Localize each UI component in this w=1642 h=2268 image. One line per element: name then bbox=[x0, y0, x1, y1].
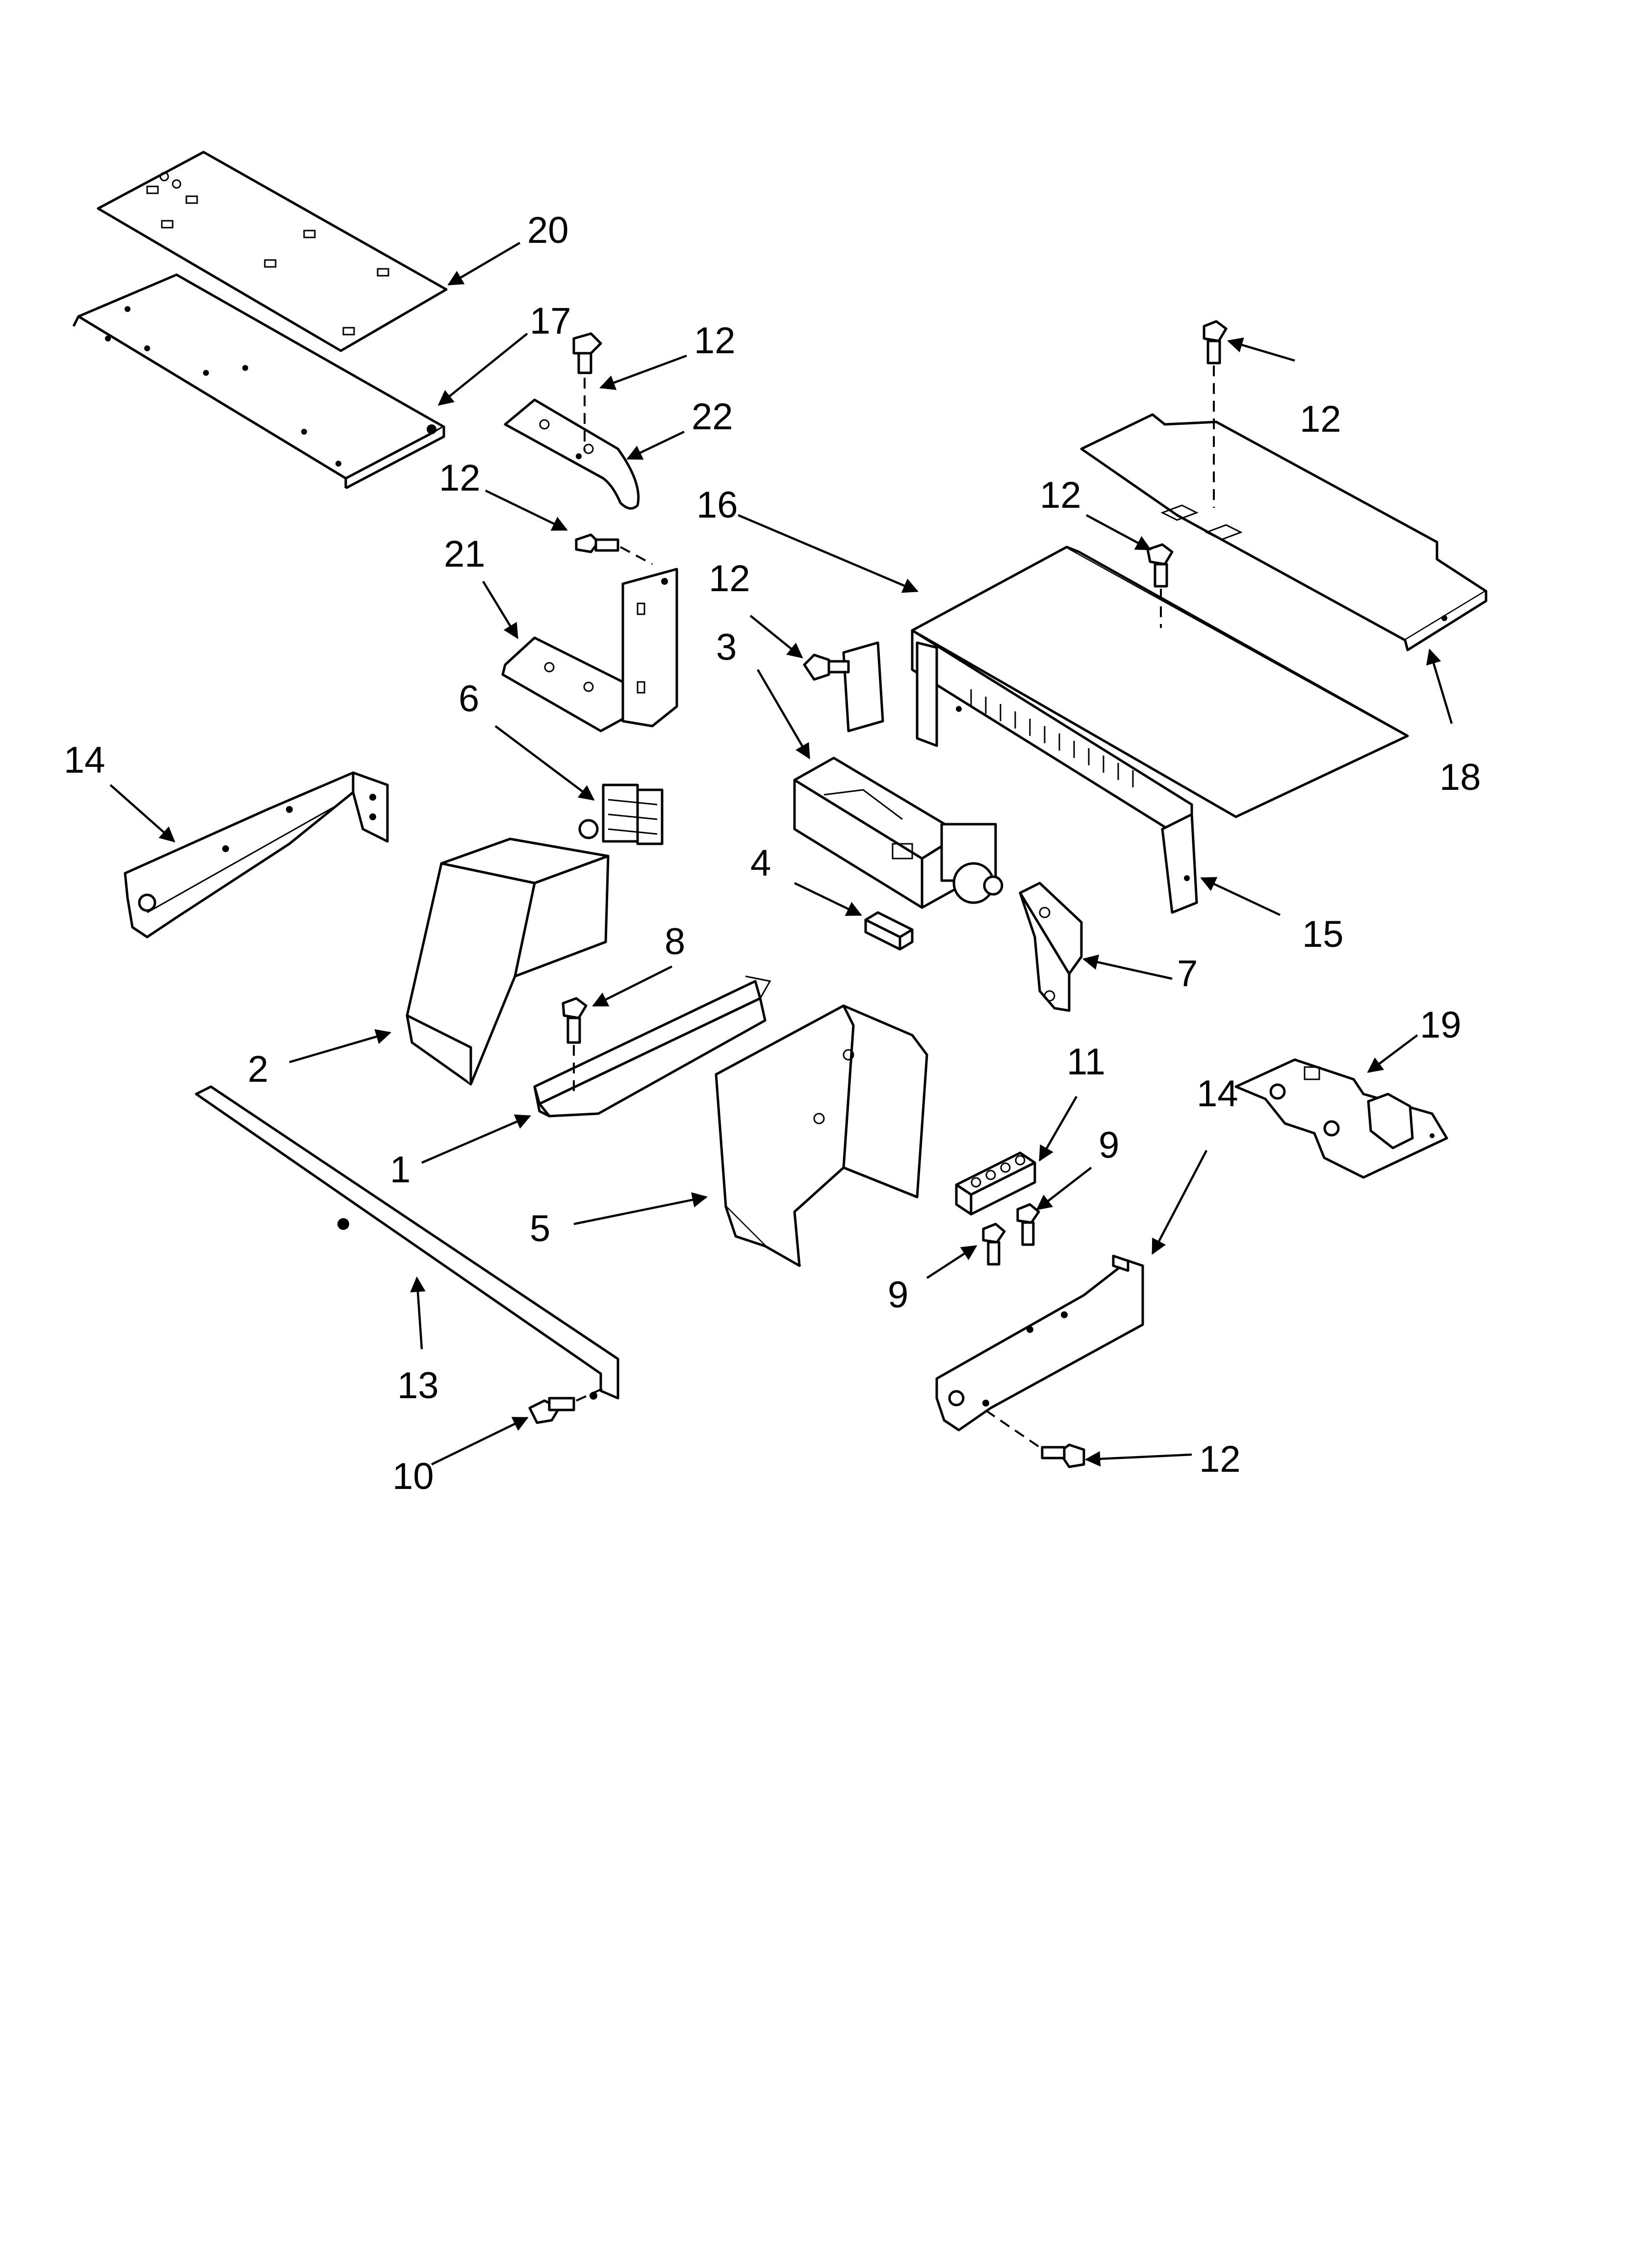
part-1-channel bbox=[533, 975, 771, 1118]
callout-3: 3 bbox=[716, 626, 737, 668]
callout-19: 19 bbox=[1420, 1004, 1462, 1046]
part-11-terminal-block bbox=[955, 1151, 1036, 1216]
callout-12-bracket-screw: 12 bbox=[439, 457, 481, 499]
part-21-mounting-bracket bbox=[501, 568, 678, 732]
callout-2: 2 bbox=[248, 1048, 268, 1090]
screw-12-hinge bbox=[572, 332, 602, 451]
screw-12-bracket bbox=[575, 533, 653, 565]
callout-9-lower: 9 bbox=[888, 1274, 908, 1316]
screw-8 bbox=[562, 997, 588, 1094]
callout-4: 4 bbox=[750, 842, 771, 884]
part-5-shroud bbox=[715, 1004, 928, 1267]
part-15-vent-panel bbox=[842, 629, 1198, 914]
callout-labels: 20 17 12 22 12 21 6 14 2 8 1 13 10 5 16 … bbox=[64, 209, 1481, 1497]
callout-5: 5 bbox=[530, 1208, 550, 1250]
part-4-connector bbox=[864, 911, 914, 951]
callout-17: 17 bbox=[530, 300, 571, 342]
part-22-hinge-bracket bbox=[504, 398, 640, 510]
callout-9-upper: 9 bbox=[1099, 1124, 1119, 1166]
part-17-base-tray bbox=[72, 273, 445, 490]
part-2-duct bbox=[406, 837, 610, 1086]
screw-12-panel bbox=[1146, 543, 1174, 628]
callout-18: 18 bbox=[1439, 756, 1481, 798]
screw-12-side bbox=[985, 1409, 1085, 1468]
callout-22: 22 bbox=[692, 396, 733, 438]
part-14-left-side-bracket bbox=[124, 771, 389, 938]
part-19-control-board bbox=[1234, 1058, 1448, 1179]
callout-12-side-screw: 12 bbox=[1199, 1438, 1241, 1480]
part-3-controller bbox=[793, 756, 1003, 909]
callout-20: 20 bbox=[527, 209, 569, 251]
screw-12-cover bbox=[803, 653, 850, 681]
callout-8: 8 bbox=[665, 921, 685, 963]
callout-21: 21 bbox=[444, 533, 486, 575]
part-13-rail bbox=[195, 1085, 619, 1400]
callout-12-panel-screw: 12 bbox=[1040, 474, 1081, 516]
screw-12-top bbox=[1203, 320, 1228, 508]
part-7-bracket bbox=[1019, 882, 1083, 1012]
part-14-right-side-bracket bbox=[935, 1254, 1144, 1432]
callout-7: 7 bbox=[1177, 953, 1198, 994]
screw-9-upper bbox=[1016, 1203, 1040, 1246]
callout-12-cover-screw: 12 bbox=[709, 558, 750, 600]
screw-10 bbox=[528, 1387, 604, 1424]
callout-1: 1 bbox=[390, 1149, 410, 1191]
part-20-top-plate bbox=[97, 151, 448, 352]
callout-12-hinge-screw: 12 bbox=[694, 320, 736, 362]
screw-9-lower bbox=[982, 1223, 1006, 1266]
callout-14-left: 14 bbox=[64, 739, 105, 781]
part-16-cover-panel bbox=[911, 546, 1409, 818]
part-18-access-cover bbox=[1080, 413, 1488, 652]
callout-15: 15 bbox=[1302, 913, 1344, 955]
part-6-relay bbox=[578, 783, 664, 845]
callout-12-top-screw: 12 bbox=[1300, 398, 1341, 440]
callout-6: 6 bbox=[459, 678, 479, 720]
callout-13: 13 bbox=[397, 1365, 439, 1407]
callout-14-right: 14 bbox=[1197, 1073, 1238, 1115]
callout-16: 16 bbox=[696, 484, 738, 526]
callout-10: 10 bbox=[392, 1456, 434, 1497]
leader-lines bbox=[109, 242, 1453, 1467]
callout-11: 11 bbox=[1067, 1041, 1105, 1083]
